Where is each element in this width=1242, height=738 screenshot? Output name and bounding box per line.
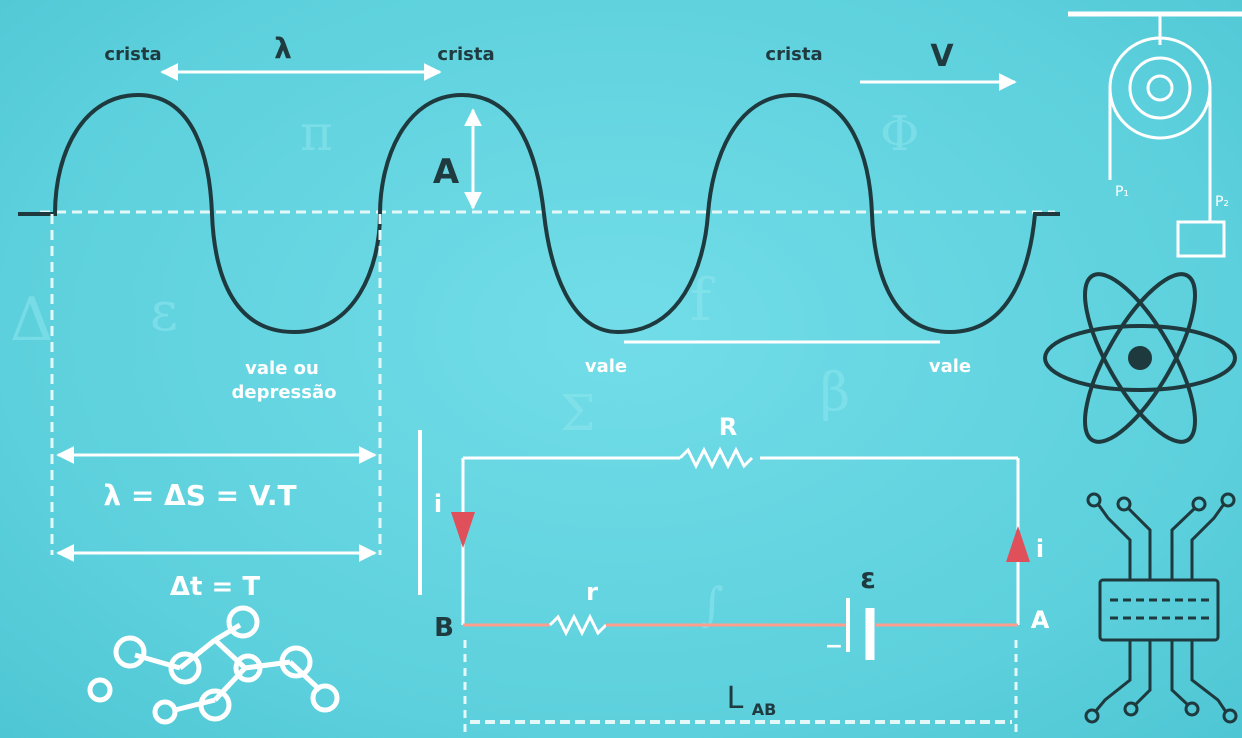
wavelength-formula: λ = ΔS = V.T	[103, 479, 296, 512]
current-left-label: i	[434, 490, 442, 518]
wavelength-indicator: λ	[160, 32, 442, 81]
amplitude-indicator: A	[433, 108, 482, 210]
resistor-bottom-label: r	[586, 578, 598, 606]
svg-text:Φ: Φ	[880, 106, 919, 162]
resistor-bottom	[548, 613, 608, 637]
crest-label-2: crista	[437, 44, 494, 65]
trough-label-1b: depressão	[231, 382, 336, 403]
molecule-icon	[87, 605, 340, 725]
velocity-indicator: V	[860, 39, 1017, 91]
atom-icon	[1043, 272, 1237, 444]
background-watermark: Δ ε f Σ β π Φ ∫	[10, 104, 919, 631]
distance-label: L	[727, 681, 744, 716]
svg-text:β: β	[820, 363, 850, 423]
lambda-symbol: λ	[274, 32, 292, 65]
crest-label-1: crista	[104, 44, 161, 65]
resistor-top	[678, 446, 754, 470]
pulley-icon	[1068, 11, 1242, 258]
chip-icon	[1084, 492, 1238, 724]
trough-label-1a: vale ou	[245, 358, 319, 379]
svg-text:ε: ε	[150, 280, 178, 343]
current-arrow-right	[1006, 526, 1030, 562]
battery-minus-label: −	[825, 634, 843, 659]
trough-label-3: vale	[929, 356, 971, 377]
emf-label: ε	[860, 562, 876, 595]
crest-label-3: crista	[765, 44, 822, 65]
resistor-top-label: R	[719, 413, 737, 441]
svg-text:∫: ∫	[700, 577, 724, 631]
velocity-symbol: V	[930, 39, 954, 74]
amplitude-symbol: A	[433, 152, 460, 192]
current-arrow-left	[451, 512, 475, 548]
sine-wave	[18, 92, 1060, 335]
svg-text:Δ: Δ	[10, 285, 53, 355]
node-b-label: B	[434, 613, 454, 643]
svg-text:Σ: Σ	[560, 384, 595, 442]
svg-text:π: π	[300, 104, 333, 162]
pulley-weight-right: P₂	[1215, 194, 1229, 210]
pulley-weight-left: P₁	[1115, 184, 1129, 200]
period-formula: Δt = T	[170, 572, 260, 602]
trough-label-2: vale	[585, 356, 627, 377]
distance-sub-label: AB	[752, 700, 777, 719]
node-a-label: A	[1031, 606, 1050, 634]
electric-circuit	[451, 446, 1030, 735]
current-right-label: i	[1036, 535, 1044, 563]
period-box	[50, 214, 382, 562]
